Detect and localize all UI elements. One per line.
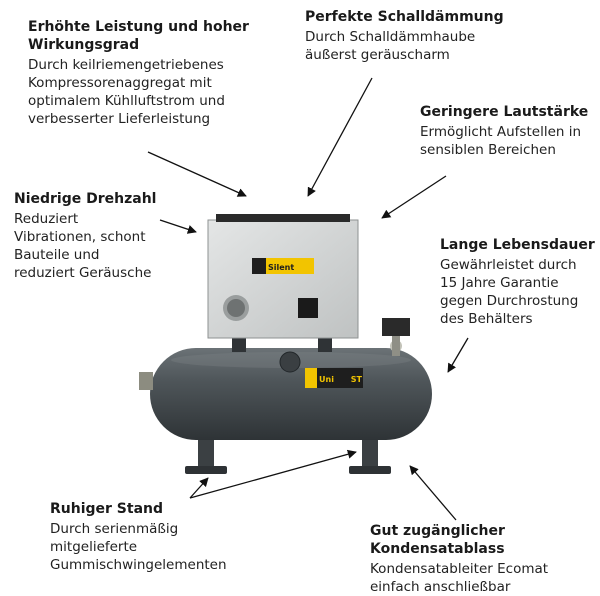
arrow-leistung [147, 151, 247, 197]
callout-drehzahl: Niedrige Drehzahl Reduziert Vibrationen,… [14, 190, 189, 282]
callout-title: Erhöhte Leistung und hoher Wirkungsgrad [28, 19, 249, 53]
callout-schall: Perfekte Schalldämmung Durch Schalldämmh… [305, 8, 535, 64]
callout-desc: Kondensatableiter Ecomat einfach anschli… [370, 561, 549, 595]
callout-title: Niedrige Drehzahl [14, 191, 157, 207]
callout-desc: Durch Schalldämmhaube äußerst geräuschar… [305, 29, 476, 63]
callout-desc: Durch keilriemengetriebenes Kompressoren… [28, 57, 225, 127]
hood-label: Silent [268, 263, 294, 272]
tank-label-a: Uni [319, 375, 334, 384]
callout-leistung: Erhöhte Leistung und hoher Wirkungsgrad … [28, 18, 268, 128]
callout-kondensat: Gut zugänglicher Kondensatablass Kondens… [370, 522, 595, 596]
callout-title: Perfekte Schalldämmung [305, 9, 504, 25]
svg-text:Uni ST: Uni ST [319, 375, 362, 384]
arrow-kondensat [409, 465, 457, 521]
tank-feet [185, 432, 391, 474]
arrow-stand-right [189, 449, 357, 499]
pressure-tank: Uni ST [139, 348, 432, 440]
arrow-drehzahl [159, 219, 197, 234]
callout-desc: Gewährleistet durch 15 Jahre Garantie ge… [440, 257, 579, 327]
callout-title: Geringere Lautstärke [420, 104, 589, 120]
tank-label-b: ST [351, 375, 363, 384]
callout-title: Lange Lebensdauer [440, 237, 595, 253]
arrow-lebensdauer [447, 337, 469, 373]
callout-arrows [147, 77, 469, 521]
tank-label-plate [305, 368, 363, 388]
callout-title: Ruhiger Stand [50, 501, 164, 517]
callout-laut: Geringere Lautstärke Ermöglicht Aufstell… [420, 103, 595, 159]
arrow-stand-left [189, 477, 209, 499]
sound-insulation-hood: Silent [207, 214, 359, 339]
callout-stand: Ruhiger Stand Durch serienmäßig mitgelie… [50, 500, 290, 574]
callout-title: Gut zugänglicher Kondensatablass [370, 523, 505, 557]
callout-desc: Ermöglicht Aufstellen in sensiblen Berei… [420, 124, 582, 158]
arrow-schall [307, 77, 373, 197]
hood-supports [232, 336, 332, 352]
callout-desc: Reduziert Vibrationen, schont Bauteile u… [14, 211, 152, 281]
callout-lebensdauer: Lange Lebensdauer Gewährleistet durch 15… [440, 236, 595, 328]
arrow-laut [381, 175, 447, 219]
pressure-switch [382, 318, 410, 356]
callout-desc: Durch serienmäßig mitgelieferte Gummisch… [50, 521, 227, 573]
